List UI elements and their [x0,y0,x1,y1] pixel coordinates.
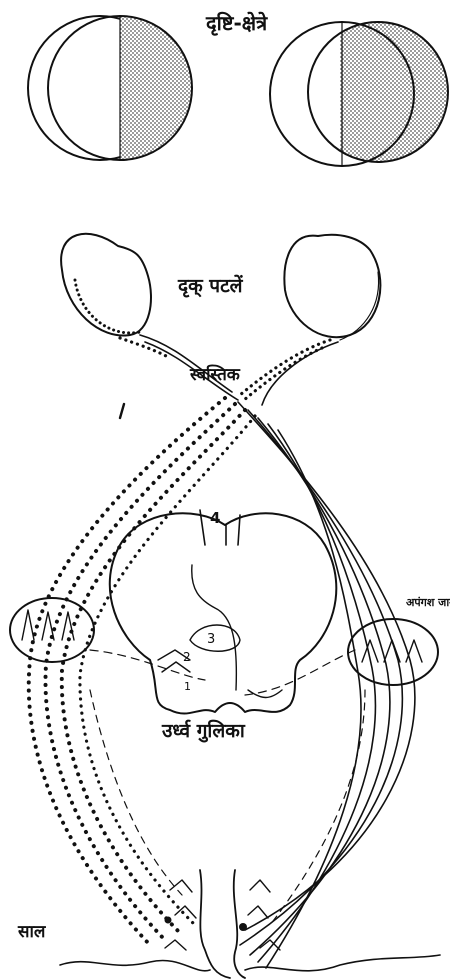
label-superior-colliculus: उर्ध्व गुलिका [161,719,246,743]
optic-tract-left [29,398,255,945]
label-eyeballs: दृक् पटलें [177,274,244,298]
label-num-3: 3 [207,632,215,647]
lgb-right [348,619,438,685]
label-chiasma: स्वस्तिक [189,364,241,385]
lgb-left [10,598,94,662]
eyeball-right [284,235,380,340]
visual-field-right [270,14,450,174]
label-visual-fields: दृष्टि-क्षेत्रे [205,11,268,36]
label-lgb: अपंगश जानुक [406,596,450,610]
visual-field-left [28,10,200,170]
occipital-cortex [60,870,440,978]
eyeball-left [61,234,151,336]
stray-mark [120,404,124,418]
label-cortex: साल [17,922,47,942]
label-num-1: 1 [184,680,191,693]
label-num-4: 4 [210,509,220,527]
label-num-2: 2 [183,650,191,664]
midbrain [90,510,355,714]
